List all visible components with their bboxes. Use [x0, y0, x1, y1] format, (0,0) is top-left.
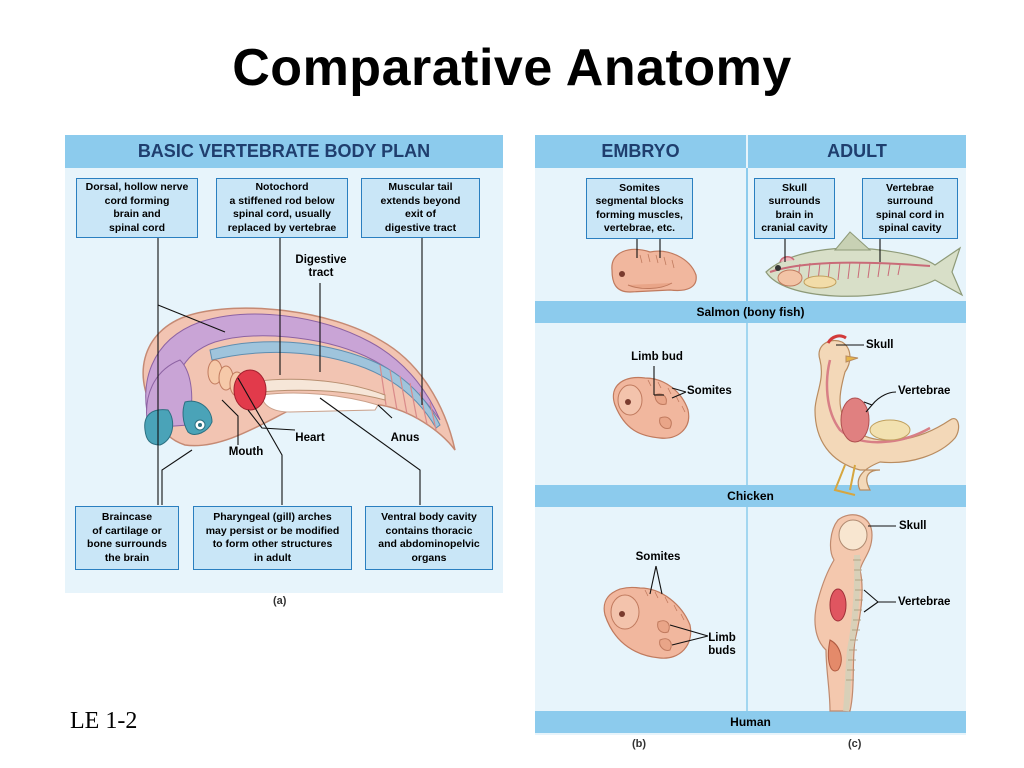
band-salmon: Salmon (bony fish) — [535, 301, 966, 323]
label-mouth: Mouth — [228, 446, 264, 458]
label-heart: Heart — [295, 432, 325, 444]
label-chick-limb-bud: Limb bud — [631, 351, 683, 363]
box-ventral-body-cavity: Ventral body cavity contains thoracic an… — [365, 506, 493, 570]
label-anus: Anus — [390, 432, 420, 444]
label-chicken-skull: Skull — [866, 339, 894, 351]
slide-label: LE 1-2 — [70, 708, 138, 734]
chick-embryo — [612, 376, 690, 439]
box-skull: Skull surrounds brain in cranial cavity — [754, 178, 835, 239]
label-human-somites: Somites — [635, 551, 681, 563]
box-vertebrae: Vertebrae surround spinal cord in spinal… — [862, 178, 958, 239]
caption-b: (b) — [632, 738, 647, 750]
panel-a-header: BASIC VERTEBRATE BODY PLAN — [65, 135, 503, 168]
band-human: Human — [535, 711, 966, 733]
box-braincase: Braincase of cartilage or bone surrounds… — [75, 506, 179, 570]
braincase-shape — [144, 409, 174, 446]
chicken-adult — [814, 334, 960, 496]
label-digestive-tract: Digestive tract — [295, 254, 347, 279]
human-embryo-leaders — [649, 565, 709, 646]
box-muscular-tail: Muscular tail extends beyond exit of dig… — [361, 178, 480, 238]
label-chick-somites: Somites — [687, 385, 732, 397]
embryo-header: EMBRYO — [535, 135, 746, 168]
slide-title: Comparative Anatomy — [232, 39, 792, 97]
salmon-fish — [765, 231, 964, 297]
panel-a-leaders — [157, 238, 423, 505]
box-dorsal-nerve-cord: Dorsal, hollow nerve cord forming brain … — [76, 178, 198, 238]
chicken-leaders — [836, 344, 897, 413]
body-cavity-shape — [261, 392, 379, 413]
heart-shape — [233, 369, 267, 411]
adult-header: ADULT — [748, 135, 966, 168]
human-embryo — [603, 586, 692, 659]
salmon-embryo — [611, 248, 697, 293]
caption-a: (a) — [273, 595, 287, 607]
label-chicken-vertebrae: Vertebrae — [898, 385, 951, 397]
box-somites: Somites segmental blocks forming muscles… — [586, 178, 693, 239]
label-human-skull: Skull — [899, 520, 927, 532]
box-notochord: Notochord a stiffened rod below spinal c… — [216, 178, 348, 238]
label-human-limb-buds: Limb buds — [708, 632, 736, 657]
digestive-tract-shape — [234, 378, 386, 401]
caption-c: (c) — [848, 738, 862, 750]
human-adult — [814, 514, 873, 712]
band-chicken: Chicken — [535, 485, 966, 507]
body-plan-animal — [142, 307, 456, 451]
label-human-vertebrae: Vertebrae — [898, 596, 951, 608]
human-leaders — [863, 525, 896, 613]
box-pharyngeal-arches: Pharyngeal (gill) arches may persist or … — [193, 506, 352, 570]
